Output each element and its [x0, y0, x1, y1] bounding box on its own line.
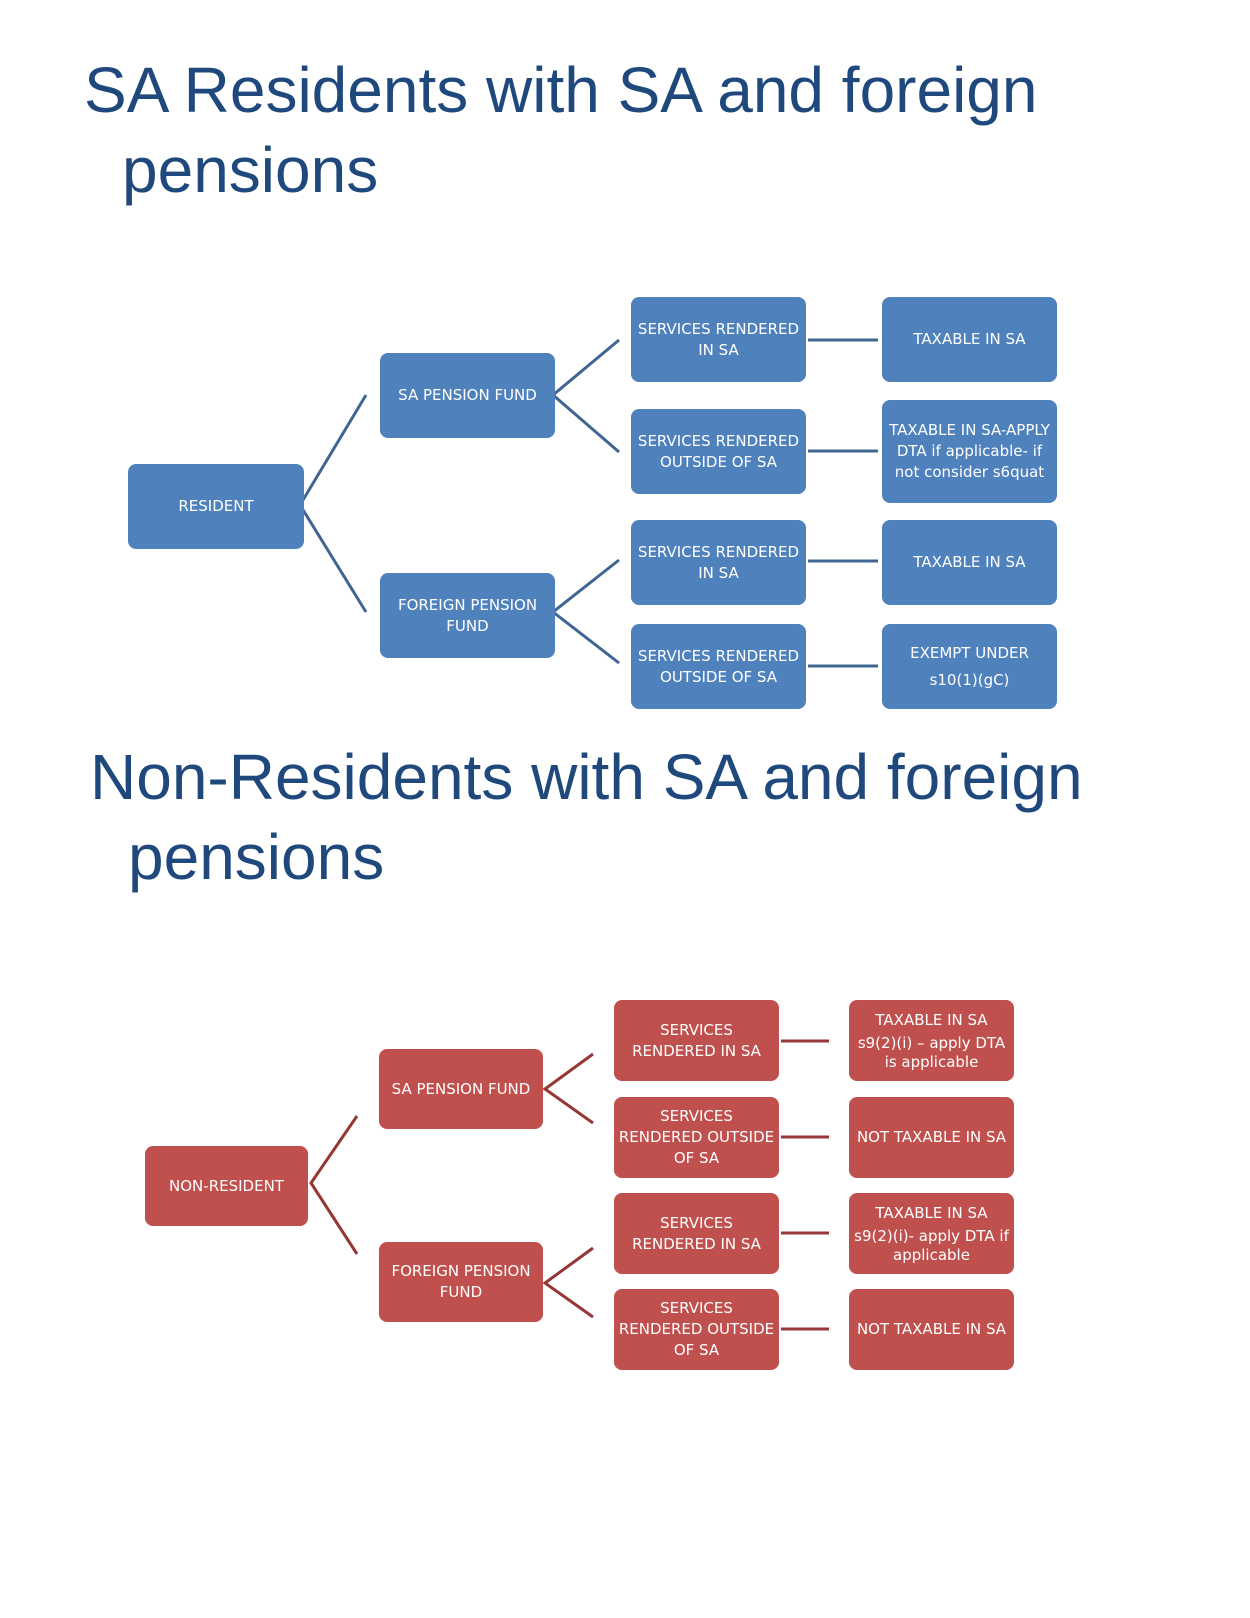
- title-line-2: pensions: [122, 134, 379, 206]
- node-label: TAXABLE IN SA: [875, 1010, 988, 1029]
- resident-service-node: SERVICES RENDERED OUTSIDE OF SA: [631, 624, 806, 709]
- node-label: NON-RESIDENT: [169, 1176, 284, 1195]
- resident-outcome-node: TAXABLE IN SA: [882, 297, 1057, 382]
- node-label: FOREIGN PENSION FUND: [391, 1262, 531, 1301]
- connector-root-to-branches: [309, 1115, 359, 1255]
- connector-sa-fund-to-services: [542, 1052, 594, 1125]
- nonresident-service-node: SERVICES RENDERED IN SA: [614, 1000, 779, 1081]
- nonresident-outcome-node: TAXABLE IN SA s9(2)(i)- apply DTA if app…: [849, 1193, 1014, 1274]
- node-label: NOT TAXABLE IN SA: [856, 1128, 1007, 1146]
- nonresident-outcome-node: NOT TAXABLE IN SA: [849, 1289, 1014, 1370]
- node-label: TAXABLE IN SA: [875, 1203, 988, 1222]
- node-label: SERVICES RENDERED OUTSIDE OF SA: [618, 1107, 775, 1167]
- nonresident-service-node: SERVICES RENDERED OUTSIDE OF SA: [614, 1289, 779, 1370]
- connector-foreign-fund-to-services: [550, 558, 620, 665]
- nonresident-outcome-node: TAXABLE IN SA s9(2)(i) – apply DTA is ap…: [849, 1000, 1014, 1081]
- node-label: SA PENSION FUND: [398, 386, 537, 404]
- node-label: NOT TAXABLE IN SA: [856, 1320, 1007, 1338]
- nonresident-service-node: SERVICES RENDERED IN SA: [614, 1193, 779, 1274]
- nonresident-service-node: SERVICES RENDERED OUTSIDE OF SA: [614, 1097, 779, 1178]
- resident-service-node: SERVICES RENDERED OUTSIDE OF SA: [631, 409, 806, 494]
- node-label: SA PENSION FUND: [391, 1079, 531, 1098]
- node-label: SERVICES RENDERED OUTSIDE OF SA: [618, 1299, 775, 1359]
- connector-foreign-fund-to-services: [542, 1246, 594, 1319]
- connector-root-to-branches: [298, 394, 368, 613]
- node-label: SERVICES RENDERED IN SA: [637, 542, 800, 582]
- node-label: TAXABLE IN SA: [913, 553, 1026, 571]
- resident-outcome-node: TAXABLE IN SA-APPLY DTA if applicable- i…: [882, 400, 1057, 503]
- resident-service-node: SERVICES RENDERED IN SA: [631, 297, 806, 382]
- node-label: FOREIGN PENSION FUND: [397, 595, 538, 635]
- node-label: SERVICES RENDERED IN SA: [632, 1020, 761, 1060]
- node-detail: s10(1)(gC): [929, 670, 1010, 689]
- resident-service-node: SERVICES RENDERED IN SA: [631, 520, 806, 605]
- node-label: RESIDENT: [178, 497, 254, 515]
- resident-foreign-pension-fund-node: FOREIGN PENSION FUND: [380, 573, 555, 658]
- resident-section-title: SA Residents with SA and foreign pension…: [84, 50, 1037, 210]
- node-detail: s9(2)(i)- apply DTA if applicable: [854, 1226, 1009, 1264]
- nonresident-foreign-pension-fund-node: FOREIGN PENSION FUND: [379, 1242, 543, 1322]
- resident-outcome-node: EXEMPT UNDER s10(1)(gC): [882, 624, 1057, 709]
- node-label: SERVICES RENDERED OUTSIDE OF SA: [637, 431, 800, 471]
- node-detail: s9(2)(i) – apply DTA is applicable: [857, 1033, 1006, 1071]
- node-label: SERVICES RENDERED IN SA: [632, 1213, 761, 1253]
- node-label: SERVICES RENDERED OUTSIDE OF SA: [637, 646, 800, 686]
- node-label: EXEMPT UNDER: [910, 643, 1029, 662]
- resident-root-node: RESIDENT: [128, 464, 304, 549]
- resident-sa-pension-fund-node: SA PENSION FUND: [380, 353, 555, 438]
- nonresident-root-node: NON-RESIDENT: [145, 1146, 308, 1226]
- node-label: SERVICES RENDERED IN SA: [637, 319, 800, 359]
- nonresident-sa-pension-fund-node: SA PENSION FUND: [379, 1049, 543, 1129]
- resident-outcome-node: TAXABLE IN SA: [882, 520, 1057, 605]
- title-line-2: pensions: [128, 821, 385, 893]
- nonresident-section-title: Non-Residents with SA and foreign pensio…: [90, 737, 1083, 897]
- title-line-1: Non-Residents with SA and foreign: [90, 741, 1083, 813]
- node-label: TAXABLE IN SA-APPLY DTA if applicable- i…: [889, 421, 1050, 481]
- connector-sa-fund-to-services: [550, 338, 620, 454]
- nonresident-connectors: [309, 1039, 829, 1331]
- nonresident-outcome-node: NOT TAXABLE IN SA: [849, 1097, 1014, 1178]
- title-line-1: SA Residents with SA and foreign: [84, 54, 1038, 126]
- node-label: TAXABLE IN SA: [913, 330, 1026, 348]
